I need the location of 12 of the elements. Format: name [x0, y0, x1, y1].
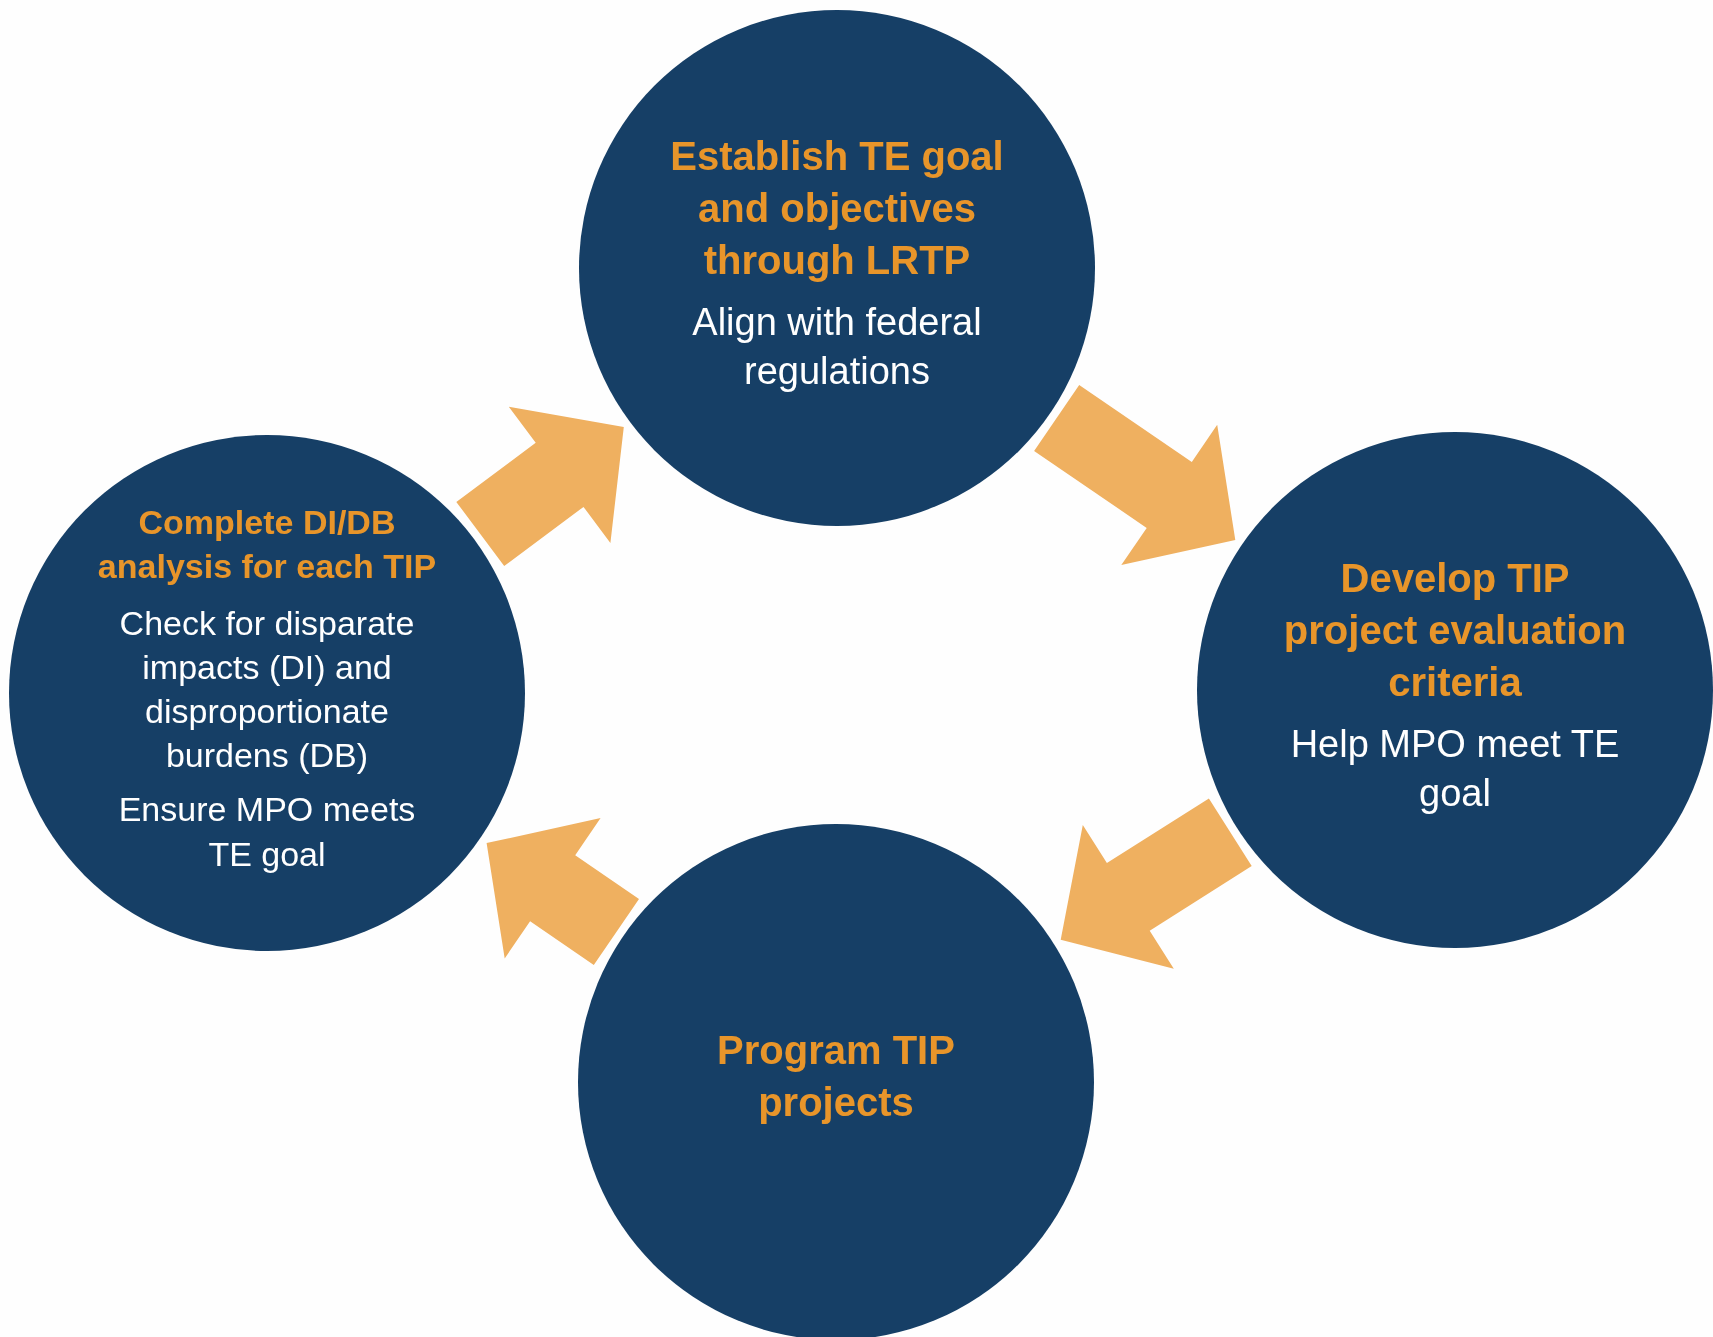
step-title: Program TIP projects — [716, 1027, 956, 1126]
step-title: Establish TE goal and objectives through LRTP — [669, 132, 1005, 284]
block-arrow — [486, 818, 639, 965]
step-description: Align with federal regulations — [691, 299, 983, 394]
block-arrow — [1034, 385, 1236, 566]
block-arrow — [1060, 798, 1252, 969]
step-description: Ensure MPO meets TE goal — [117, 789, 417, 875]
step-description: Check for disparate impacts (DI) and disproportionate burdens (DB) — [118, 602, 416, 777]
step-description: Help MPO meet TE goal — [1289, 721, 1621, 816]
block-arrow — [456, 406, 624, 567]
step-title: Complete DI/DB analysis for each TIP — [96, 502, 438, 588]
step-title: Develop TIP project evaluation criteria — [1282, 554, 1628, 706]
